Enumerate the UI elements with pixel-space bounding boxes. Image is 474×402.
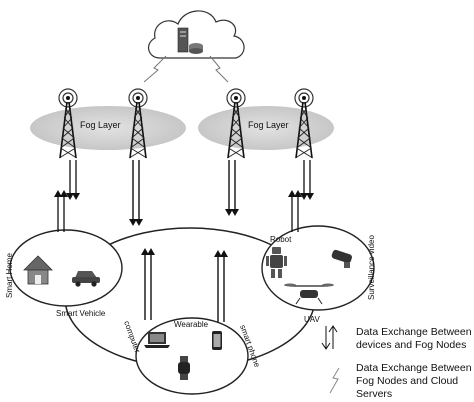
house-icon xyxy=(23,255,53,285)
data-exchange-arrows xyxy=(54,160,314,322)
arrow-down-center-left-b-head xyxy=(135,219,143,226)
smartphone-icon xyxy=(212,331,222,350)
arrow-up-lower-right-b-head xyxy=(220,250,228,257)
legend-item-2-line2: Fog Nodes and Cloud xyxy=(356,375,458,387)
fog-layer-label-left: Fog Layer xyxy=(80,120,121,130)
robot-label: Robot xyxy=(270,235,292,244)
legend-item-1-line2: devices and Fog Nodes xyxy=(356,339,466,351)
arrow-down-center-right-a-head xyxy=(225,209,233,216)
double-arrow-icon xyxy=(321,325,338,350)
arrow-up-lower-right-a-head xyxy=(214,250,222,257)
smart-home-label: Smart Home xyxy=(5,253,14,298)
fog-tower-1-icon xyxy=(58,88,78,159)
security-camera-icon xyxy=(331,249,352,268)
arrow-down-left-a-head xyxy=(66,193,74,200)
wearable-label: Wearable xyxy=(174,320,209,329)
arrow-down-center-left-a-head xyxy=(129,219,137,226)
uav-label: UAV xyxy=(304,315,321,324)
arrow-down-center-right-b-head xyxy=(231,209,239,216)
car-icon xyxy=(72,271,100,287)
fog-layer-label-right: Fog Layer xyxy=(248,120,289,130)
robot-cluster xyxy=(261,225,375,311)
arrow-up-right-a-head xyxy=(288,190,296,197)
smartwatch-icon xyxy=(178,356,190,380)
arrow-up-right-b-head xyxy=(294,190,302,197)
smart-vehicle-label: Smart Vehicle xyxy=(56,309,106,318)
cloud-fog-links xyxy=(143,55,229,83)
arrow-up-lower-left-b-head xyxy=(147,248,155,255)
arrow-up-left-a-head xyxy=(54,190,62,197)
fog-node-towers xyxy=(58,88,314,159)
legend-item-2-line1: Data Exchange Between xyxy=(356,362,472,374)
fog-layer-left xyxy=(30,106,186,150)
cloud-server-icon xyxy=(147,10,245,59)
fog-tower-2-icon xyxy=(128,88,148,159)
arrow-up-lower-left-a-head xyxy=(141,248,149,255)
fog-layer-right xyxy=(198,106,334,150)
fog-tower-4-icon xyxy=(294,88,314,159)
wearable-cluster xyxy=(135,317,249,395)
robot-icon xyxy=(266,247,287,278)
lightning-icon xyxy=(329,367,340,394)
legend-item-2-line3: Servers xyxy=(356,388,392,400)
legend: Data Exchange Between IoT devices and Fo… xyxy=(321,325,474,400)
arrow-down-left-b-head xyxy=(72,193,80,200)
drone-icon xyxy=(284,283,334,305)
legend-item-1-line1: Data Exchange Between IoT xyxy=(356,326,474,338)
arrow-down-right-a-head xyxy=(300,193,308,200)
computer-label: computer xyxy=(122,320,142,355)
surveillance-video-label: Surveillance video xyxy=(367,235,376,300)
fog-tower-3-icon xyxy=(226,88,246,159)
laptop-icon xyxy=(144,332,170,348)
smart-home-cluster xyxy=(9,229,123,307)
arrow-up-left-b-head xyxy=(60,190,68,197)
arrow-down-right-b-head xyxy=(306,193,314,200)
